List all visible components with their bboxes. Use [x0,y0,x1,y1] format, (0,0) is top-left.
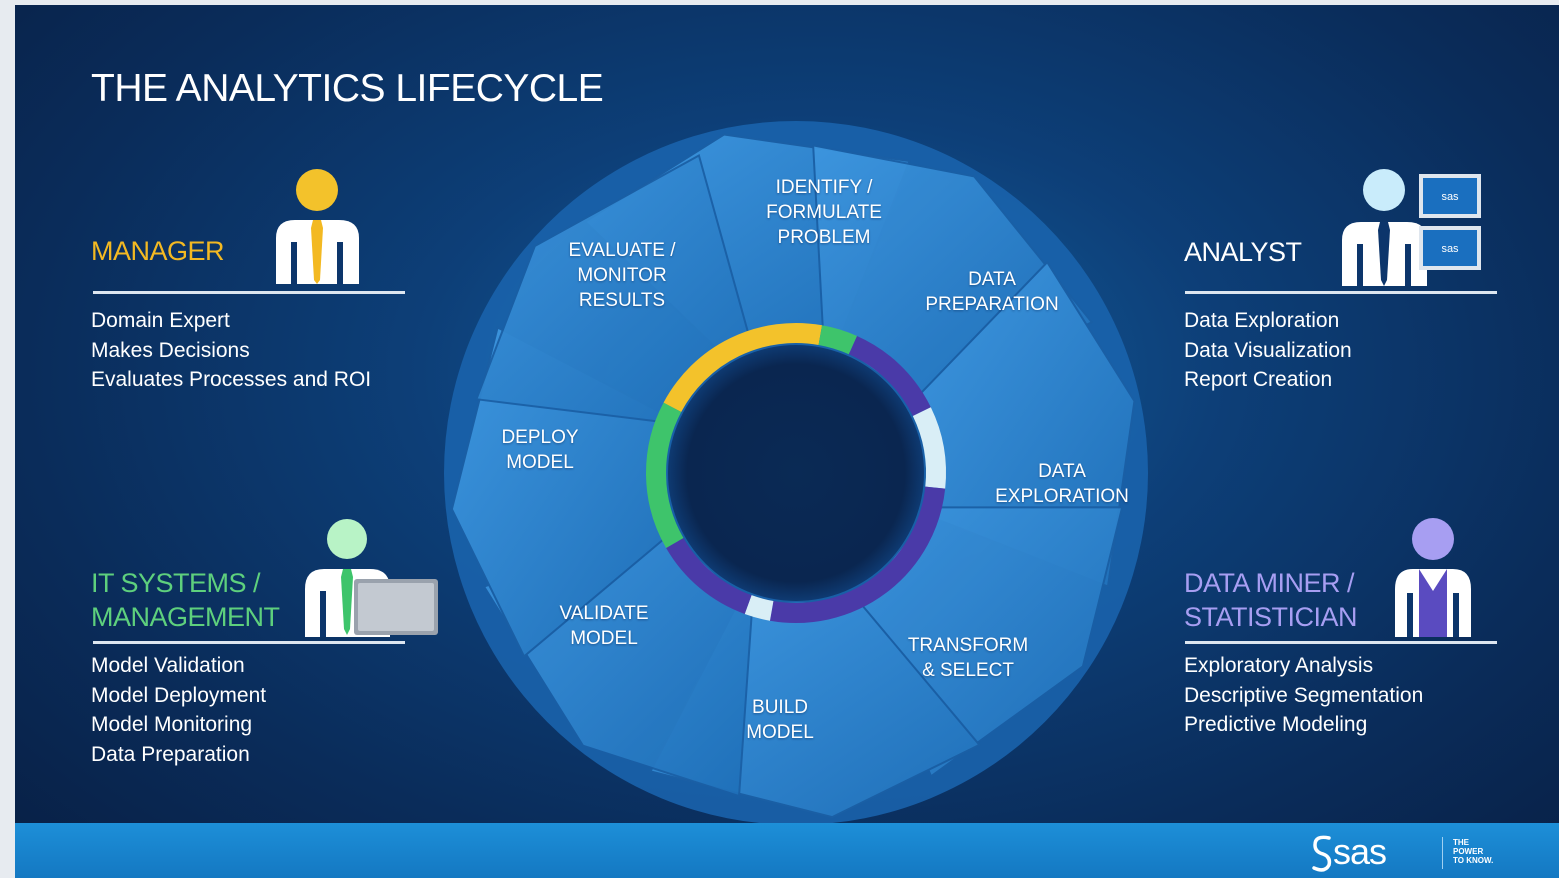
manager-person-icon [276,169,359,284]
lifecycle-ring-arc [769,486,946,623]
it_systems-item: Model Validation [91,654,245,677]
slide-title: THE ANALYTICS LIFECYCLE [91,67,604,110]
sas-tagline-line1: THE [1453,838,1469,847]
manager-heading: MANAGER [91,236,225,266]
it_systems-item: Model Monitoring [91,713,253,736]
analyst-item: Report Creation [1184,368,1333,391]
manager-item: Evaluates Processes and ROI [91,368,372,391]
manager-item: Makes Decisions [91,338,250,362]
lifecycle-ring-arc [912,407,946,489]
analyst-screen-label-bottom: sas [1441,243,1459,255]
data-miner-heading: DATA MINER / STATISTICIAN [1184,566,1358,634]
statistician-person-icon [1395,518,1471,637]
it_systems-item: Data Preparation [91,742,250,766]
analyst-divider [1185,291,1497,294]
sas-tagline: THE POWER TO KNOW. [1453,838,1513,865]
sas-tagline-line2: POWER [1453,847,1484,856]
manager-divider [93,291,405,294]
data-miner-heading-line1: DATA MINER / [1184,568,1355,598]
lifecycle-ring-arc [666,537,752,614]
analyst-person-with-screens-icon: sas sas [1342,169,1481,286]
analyst-screen-label-top: sas [1441,191,1459,203]
it_systems-item: Model Deployment [91,683,267,707]
analyst-heading: ANALYST [1184,237,1302,267]
lifecycle-step-label: DATA PREPARATION [925,269,1059,315]
data_miner-item: Predictive Modeling [1184,713,1368,736]
lifecycle-wheel [444,121,1148,825]
lifecycle-ring-arc [818,325,858,355]
lifecycle-step-label: DEPLOY MODEL [501,427,579,473]
lifecycle-step-label: DATA EXPLORATION [995,461,1129,507]
lifecycle-step-label: IDENTIFY / FORMULATE PROBLEM [766,177,882,248]
sas-logo: sas THE POWER TO KNOW. [1311,831,1521,875]
logo-divider [1442,837,1443,869]
lifecycle-step-label: EVALUATE / MONITOR RESULTS [568,240,676,311]
lifecycle-step-label: BUILD MODEL [746,697,814,743]
it-person-with-laptop-icon [305,519,438,637]
lifecycle-ring-arc [744,595,774,621]
analyst-item: Data Exploration [1184,309,1340,332]
sas-logo-s-icon [1312,835,1332,872]
lifecycle-ring-arc [663,323,823,413]
data_miner-item: Exploratory Analysis [1184,654,1374,677]
lifecycle-ring-arc [848,335,931,417]
it-systems-heading-line2: MANAGEMENT [91,602,280,632]
lifecycle-ring-arc [646,402,684,548]
slide: THE ANALYTICS LIFECYCLE I [15,5,1559,878]
data-miner-heading-line2: STATISTICIAN [1184,602,1358,632]
footer-bar [15,823,1559,878]
lifecycle-step-label: TRANSFORM & SELECT [907,635,1029,681]
it-systems-heading-line1: IT SYSTEMS / [91,568,261,598]
it-systems-heading: IT SYSTEMS / MANAGEMENT [91,566,280,634]
wheel-center-hole [668,345,924,601]
data-miner-divider [1185,641,1497,644]
analyst-item: Data Visualization [1184,338,1352,362]
manager-item: Domain Expert [91,309,230,332]
sas-tagline-line3: TO KNOW. [1453,856,1494,865]
lifecycle-step-label: VALIDATE MODEL [559,603,649,649]
sas-logo-word: sas [1333,831,1387,872]
data_miner-item: Descriptive Segmentation [1184,683,1424,707]
it-systems-divider [93,641,405,644]
